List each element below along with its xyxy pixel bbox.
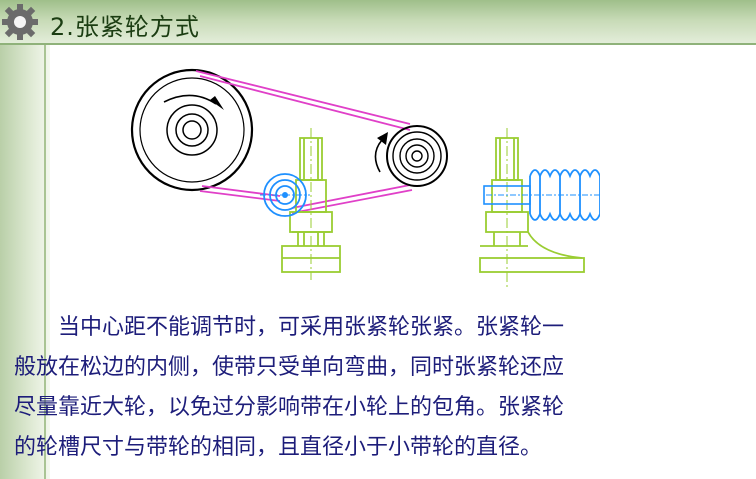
tensioner-diagram bbox=[130, 68, 600, 290]
large-pulley-rotation-arrow bbox=[163, 94, 217, 105]
description-line-1: 当中心距不能调节时，可采用张紧轮张紧。张紧轮一 bbox=[58, 315, 565, 340]
small-pulley-arrowhead bbox=[377, 132, 388, 145]
description-line-4: 的轮槽尺寸与带轮的相同，且直径小于小带轮的直径。 bbox=[14, 435, 543, 460]
title-bar bbox=[0, 0, 756, 44]
description-line-3: 尽量靠近大轮，以免过分影响带在小轮上的包角。张紧轮 bbox=[14, 395, 565, 420]
gear-icon bbox=[2, 4, 38, 40]
title-underline bbox=[0, 43, 756, 45]
small-pulley bbox=[386, 125, 448, 187]
left-decor-line bbox=[44, 40, 46, 479]
description-paragraph: 当中心距不能调节时，可采用张紧轮张紧。张紧轮一 般放在松边的内侧，使带只受单向弯… bbox=[14, 308, 744, 468]
small-pulley-rotation-arrow bbox=[374, 139, 383, 173]
belt bbox=[195, 70, 413, 214]
tensioner-pulley-side bbox=[529, 169, 600, 221]
description-line-2: 般放在松边的内侧，使带只受单向弯曲，同时张紧轮还应 bbox=[14, 355, 565, 380]
tensioner-bracket-side bbox=[479, 137, 585, 273]
left-decor-band bbox=[0, 0, 50, 479]
large-pulley bbox=[130, 68, 254, 192]
large-pulley-arrowhead bbox=[210, 96, 224, 110]
page-title: 2.张紧轮方式 bbox=[50, 13, 200, 41]
